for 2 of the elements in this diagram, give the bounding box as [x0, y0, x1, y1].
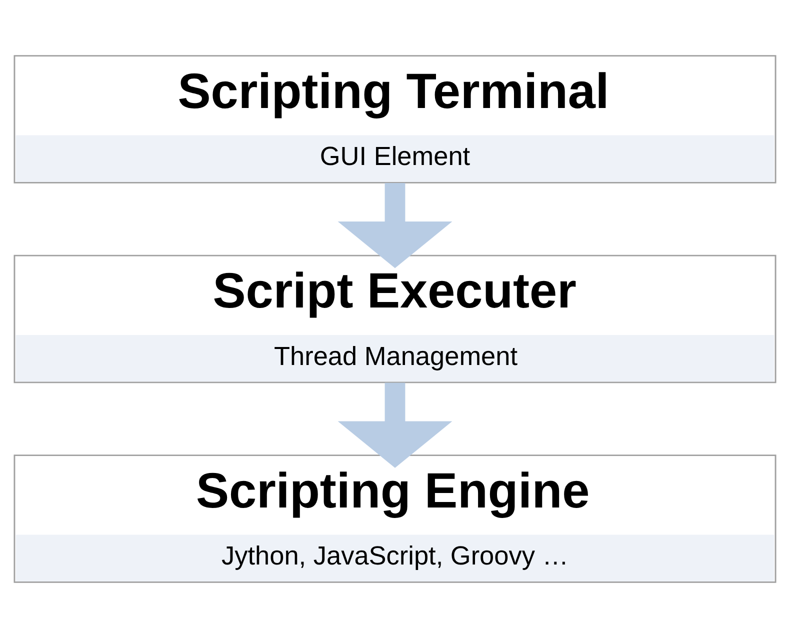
arrow [338, 382, 452, 468]
arrow [338, 182, 452, 268]
